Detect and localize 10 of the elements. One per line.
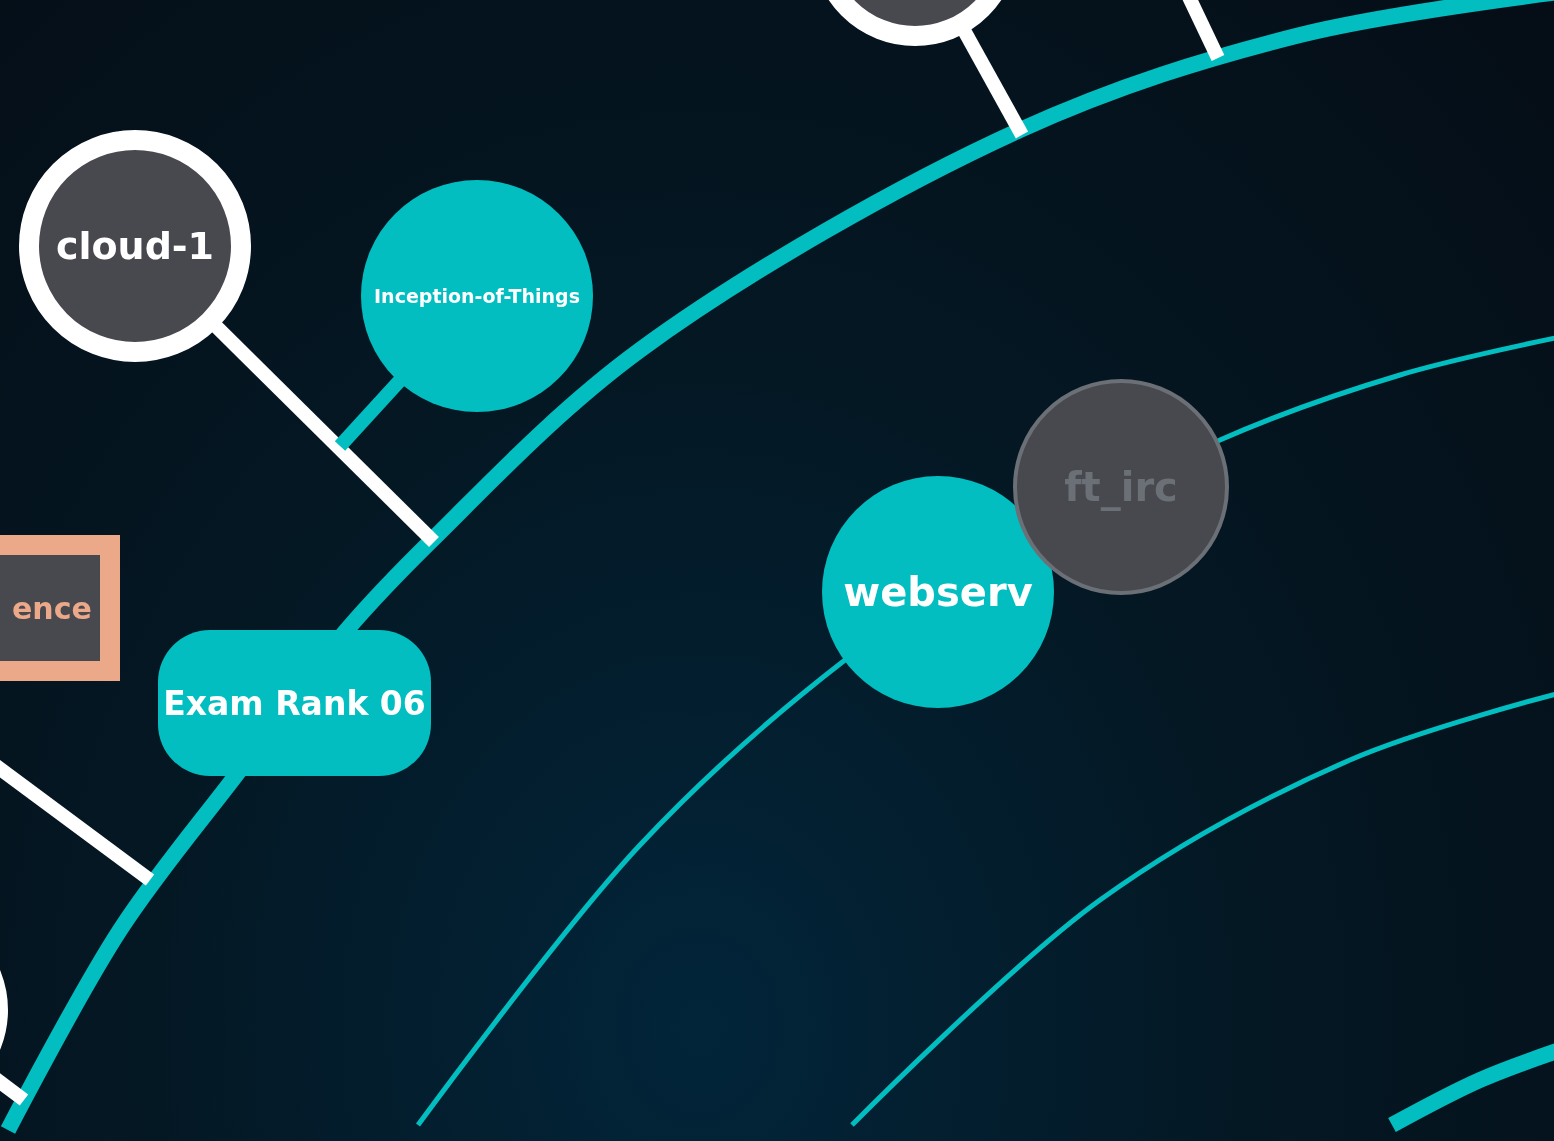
connector-line bbox=[334, 375, 406, 451]
node-label: webserv bbox=[843, 569, 1033, 615]
node-label: cloud-1 bbox=[55, 224, 215, 268]
node-label: ence bbox=[12, 590, 92, 626]
connector-line bbox=[211, 321, 439, 547]
node-pill bbox=[158, 630, 431, 776]
node-square bbox=[0, 535, 120, 681]
connector-line bbox=[958, 27, 1029, 139]
node-label: Inception-of-Things bbox=[374, 285, 580, 307]
node-label: Exam Rank 06 bbox=[163, 683, 426, 723]
